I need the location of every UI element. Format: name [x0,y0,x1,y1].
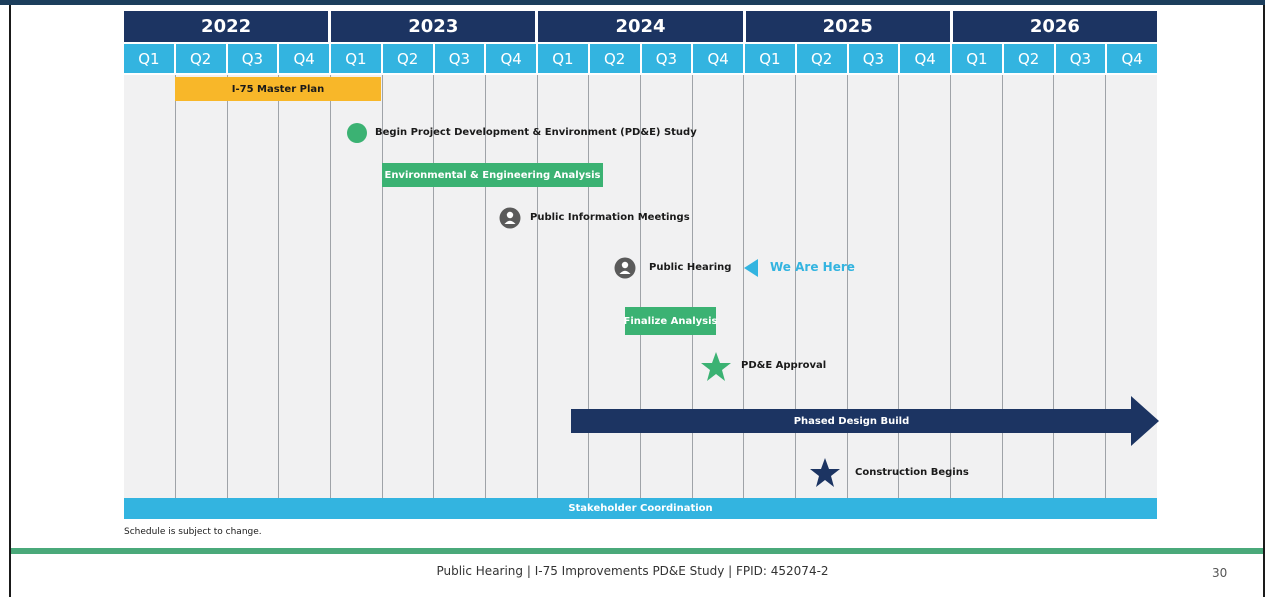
grid-line [898,75,899,507]
quarter-cell: Q1 [331,44,383,73]
grid-line [227,75,228,507]
quarter-cell: Q3 [227,44,280,73]
grid-line [1053,75,1054,507]
quarter-header-row: Q1 Q2 Q3 Q4 Q1 Q2 Q3 Q4 Q1 Q2 Q3 Q4 Q1 Q… [124,44,1157,73]
quarter-cell: Q3 [848,44,901,73]
env-eng-analysis-bar: Environmental & Engineering Analysis [382,163,603,187]
grid-line [640,75,641,507]
quarter-cell: Q1 [952,44,1004,73]
grid-line [950,75,951,507]
grid-line [588,75,589,507]
triangle-pointer-icon [744,259,758,277]
right-border [1263,5,1265,597]
quarter-cell: Q2 [175,44,228,73]
timeline-grid: I-75 Master Plan Begin Project Developme… [124,75,1159,507]
navy-star-icon [810,458,840,487]
grid-line [175,75,176,507]
quarter-cell: Q4 [693,44,745,73]
quarter-cell: Q3 [1055,44,1108,73]
grid-line [1002,75,1003,507]
person-hearing-icon [614,257,636,279]
footer-divider [11,548,1263,554]
quarter-cell: Q4 [1107,44,1157,73]
year-2023: 2023 [331,11,539,42]
pde-approval-label: PD&E Approval [741,360,827,371]
top-border [0,0,1265,5]
grid-line [743,75,744,507]
grid-line [692,75,693,507]
master-plan-bar: I-75 Master Plan [175,77,381,101]
grid-line [1105,75,1106,507]
year-2022: 2022 [124,11,332,42]
we-are-here-label: We Are Here [770,260,855,274]
phased-design-build-arrow: Phased Design Build [571,409,1132,433]
page-number: 30 [1212,566,1228,580]
quarter-cell: Q1 [538,44,590,73]
grid-line [330,75,331,507]
stakeholder-coordination-bar: Stakeholder Coordination [124,498,1157,519]
grid-line [278,75,279,507]
quarter-cell: Q1 [745,44,797,73]
quarter-cell: Q4 [279,44,331,73]
quarter-cell: Q3 [434,44,487,73]
construction-begins-label: Construction Begins [855,467,969,478]
schedule-footnote: Schedule is subject to change. [124,527,262,537]
quarter-cell: Q4 [486,44,538,73]
year-2025: 2025 [745,11,953,42]
arrow-head-icon [1131,396,1159,446]
green-circle-milestone-icon [347,123,367,143]
timeline-chart: 2022 2023 2024 2025 2026 Q1 Q2 Q3 Q4 Q1 … [124,11,1159,519]
quarter-cell: Q2 [796,44,849,73]
grid-line [382,75,383,507]
year-2026: 2026 [952,11,1158,42]
quarter-cell: Q3 [641,44,694,73]
year-header-row: 2022 2023 2024 2025 2026 [124,11,1158,42]
public-hearing-label: Public Hearing [649,262,732,273]
finalize-analysis-bar: Finalize Analysis [624,307,717,335]
person-meeting-icon [499,207,521,229]
left-border [9,5,11,597]
grid-line [537,75,538,507]
green-star-icon [701,352,731,381]
slide-footer: Public Hearing | I-75 Improvements PD&E … [436,564,829,578]
quarter-cell: Q1 [124,44,176,73]
public-info-meetings-label: Public Information Meetings [530,212,690,223]
grid-line [847,75,848,507]
begin-pde-label: Begin Project Development & Environment … [375,127,697,138]
grid-line [795,75,796,507]
quarter-cell: Q4 [900,44,952,73]
quarter-cell: Q2 [589,44,642,73]
quarter-cell: Q2 [382,44,435,73]
grid-line [433,75,434,507]
quarter-cell: Q2 [1003,44,1056,73]
grid-line [485,75,486,507]
year-2024: 2024 [538,11,746,42]
